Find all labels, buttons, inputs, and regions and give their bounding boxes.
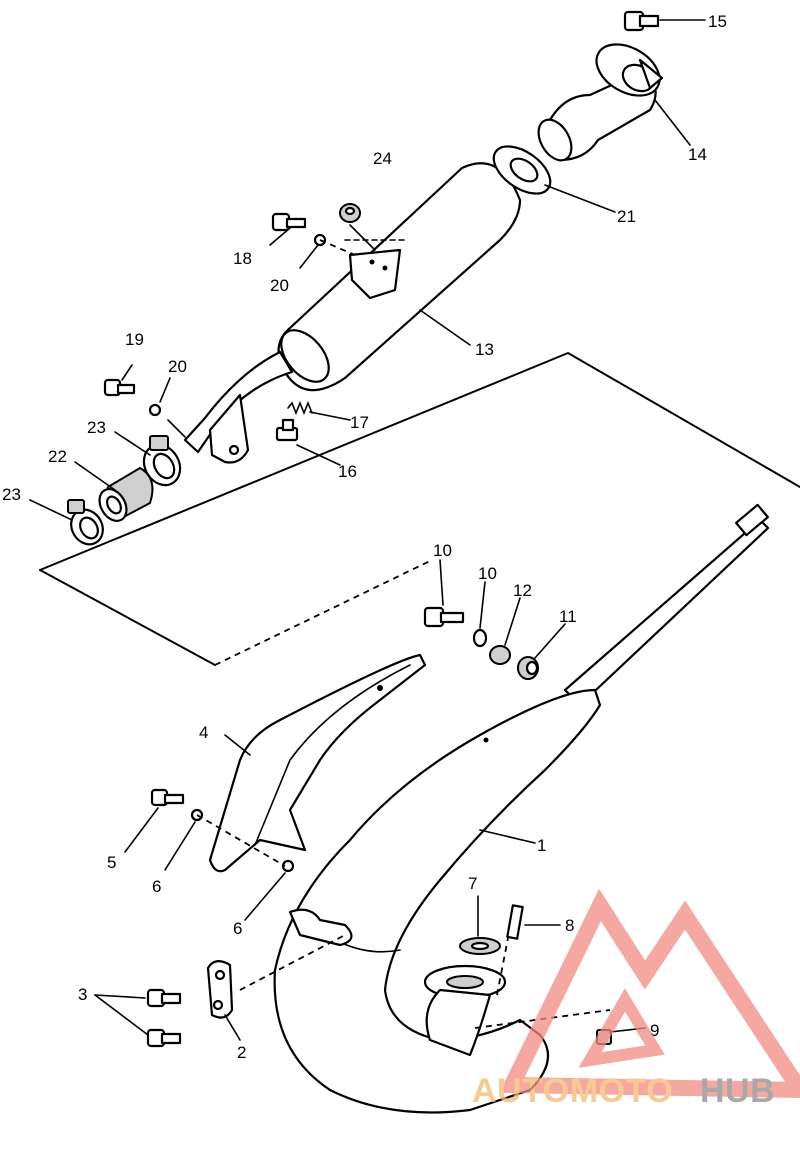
callout-24: 24 (373, 149, 392, 168)
bolt-3-a (146, 988, 182, 1008)
callout-15: 14 (688, 145, 707, 164)
spring-18 (287, 400, 313, 416)
bracket-4 (208, 653, 427, 873)
bolt-3-b (146, 1028, 182, 1048)
callout-2: 2 (237, 1043, 246, 1062)
gasket-21 (492, 145, 552, 195)
callout-14: 13 (475, 340, 494, 359)
bracket-2 (206, 960, 234, 1019)
callout-10: 10 (433, 541, 452, 560)
callout-6-b: 6 (233, 919, 242, 938)
callout-19-upper: 18 (233, 249, 252, 268)
bolt-16 (623, 10, 660, 32)
screw-17 (275, 418, 299, 442)
callout-9: 9 (650, 1021, 659, 1040)
callout-7: 7 (468, 874, 477, 893)
callout-8: 8 (565, 916, 574, 935)
callout-4: 4 (199, 723, 208, 742)
callout-labels: 15 14 21 24 18 20 13 19 20 17 23 22 16 2… (2, 12, 727, 1062)
inlet-flange (423, 964, 507, 1057)
washer-11 (472, 628, 488, 648)
watermark-text-automoto: AUTOMOTO (472, 1072, 673, 1110)
end-cap (537, 43, 664, 162)
washer-6-b (281, 859, 295, 873)
clamp-23-lower (67, 499, 104, 546)
bolt-5 (150, 788, 185, 807)
bolt-10 (423, 606, 465, 628)
callout-6-a: 6 (152, 877, 161, 896)
callout-1: 1 (537, 836, 546, 855)
grommet-12 (517, 656, 539, 680)
clamp-23-upper (142, 435, 182, 487)
callout-18: 17 (350, 413, 369, 432)
gasket-7 (459, 937, 501, 955)
callout-19-lower: 19 (125, 330, 144, 349)
callout-21: 21 (617, 207, 636, 226)
tail-stay (563, 503, 770, 707)
washer-20-lower (148, 403, 162, 417)
callout-11: 10 (478, 564, 497, 583)
callout-23-upper: 23 (87, 418, 106, 437)
silencer (183, 162, 522, 464)
watermark-logo: AUTOMOTO HUB (472, 888, 800, 1110)
callout-22: 22 (48, 447, 67, 466)
watermark-triangle-icon (499, 888, 800, 1099)
stud-8 (506, 904, 524, 940)
watermark-text-hub: HUB (700, 1072, 775, 1110)
callout-16: 15 (708, 12, 727, 31)
callout-20-upper: 20 (270, 276, 289, 295)
callout-20-lower: 20 (168, 357, 187, 376)
assembly-outline (39, 352, 800, 666)
bolt-19-upper (271, 212, 307, 232)
nut-24 (339, 203, 361, 223)
callout-5: 5 (107, 853, 116, 872)
callout-12: 11 (559, 607, 577, 626)
joint-22 (98, 467, 154, 522)
bolt-19-lower (103, 378, 136, 397)
callout-23-lower: 23 (2, 485, 21, 504)
callout-17: 16 (338, 462, 357, 481)
collar-13 (489, 645, 511, 665)
callout-13: 12 (513, 581, 532, 600)
callout-3: 3 (78, 985, 87, 1004)
leader-lines (29, 19, 706, 1041)
